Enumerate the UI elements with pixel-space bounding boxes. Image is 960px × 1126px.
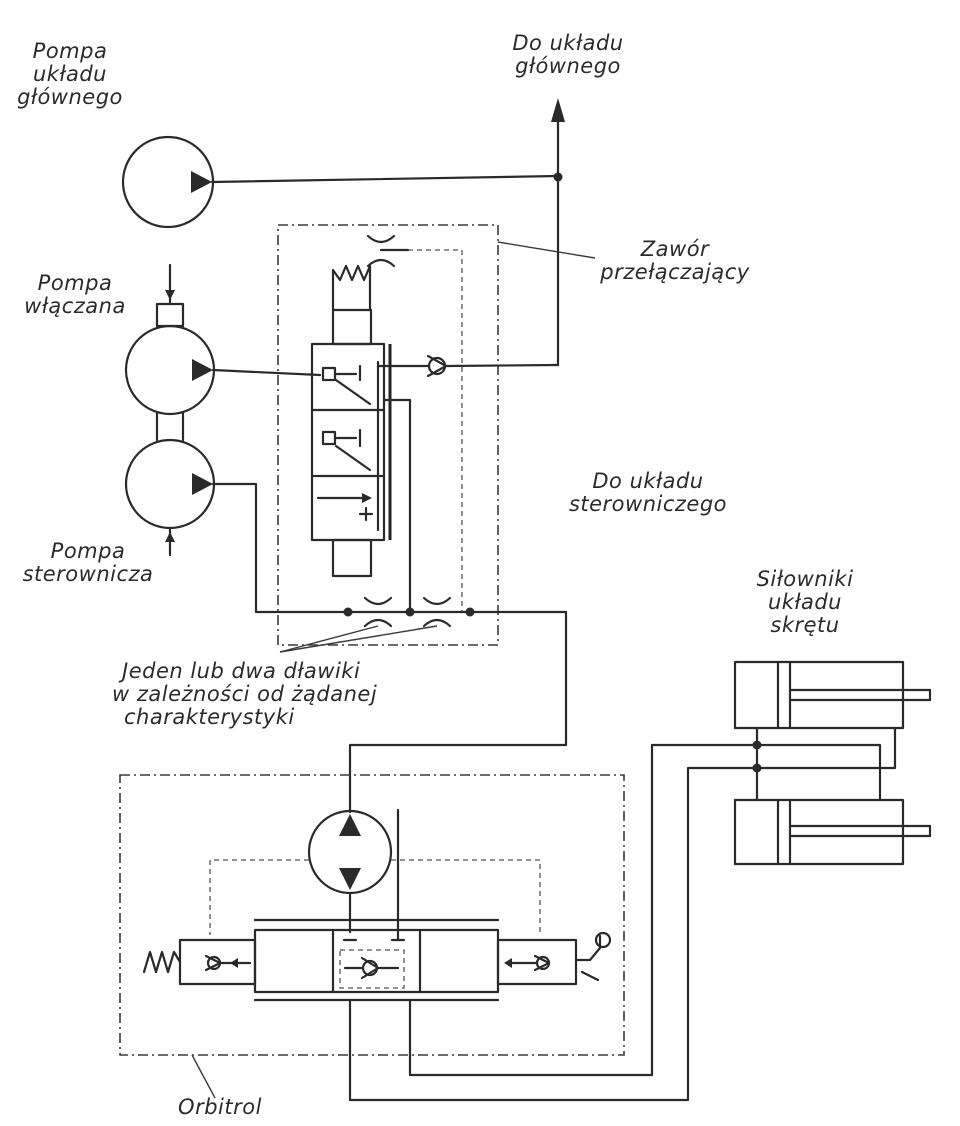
main-pump-label: Pompa układu głównego bbox=[17, 39, 123, 109]
throttles-label: Jeden lub dwa dławiki w zależności od żą… bbox=[112, 659, 378, 729]
throttle-junction-line bbox=[343, 596, 568, 814]
orbitrol-boundary bbox=[119, 774, 625, 1056]
throttle-leaders bbox=[279, 625, 438, 653]
steering-pump-line bbox=[211, 482, 347, 614]
steering-pump-symbol bbox=[124, 438, 216, 557]
pilot-line bbox=[366, 234, 463, 612]
switching-valve-body bbox=[310, 264, 392, 578]
engaged-pump-label: Pompa włączana bbox=[24, 271, 126, 318]
to-main-system-label: Do układu głównego bbox=[512, 31, 624, 78]
steering-cylinder-bottom bbox=[733, 798, 932, 866]
orbitrol-right-operator bbox=[496, 931, 612, 986]
main-pump-symbol bbox=[121, 135, 215, 229]
cylinder-cross-connections bbox=[752, 726, 897, 802]
switching-valve-label: Zawór przełączający bbox=[600, 237, 750, 284]
to-steering-system-label: Do układu sterowniczego bbox=[568, 469, 728, 516]
orbitrol-valve-body bbox=[253, 918, 500, 1002]
check-valve bbox=[376, 354, 560, 378]
orbitrol-pilot-lines bbox=[209, 859, 541, 935]
orbitrol-leader bbox=[191, 1054, 216, 1099]
shaft-coupling bbox=[155, 411, 185, 442]
turn-cylinders-label: Siłowniki układu skrętu bbox=[756, 567, 854, 637]
engaged-pump-symbol bbox=[124, 263, 216, 416]
switching-valve-boundary bbox=[277, 224, 499, 646]
switching-valve-leader bbox=[497, 241, 596, 259]
orbitrol-metering-motor bbox=[307, 808, 400, 934]
orbitrol-label: Orbitrol bbox=[178, 1095, 262, 1119]
cylinder-supply-lines bbox=[348, 743, 757, 1102]
steering-cylinder-top bbox=[733, 660, 932, 730]
orbitrol-left-spring bbox=[142, 938, 257, 986]
valve-return-line bbox=[382, 398, 412, 614]
steering-pump-label: Pompa sterownicza bbox=[22, 539, 154, 586]
engaged-pump-line bbox=[211, 368, 322, 377]
main-supply-line bbox=[210, 98, 565, 367]
